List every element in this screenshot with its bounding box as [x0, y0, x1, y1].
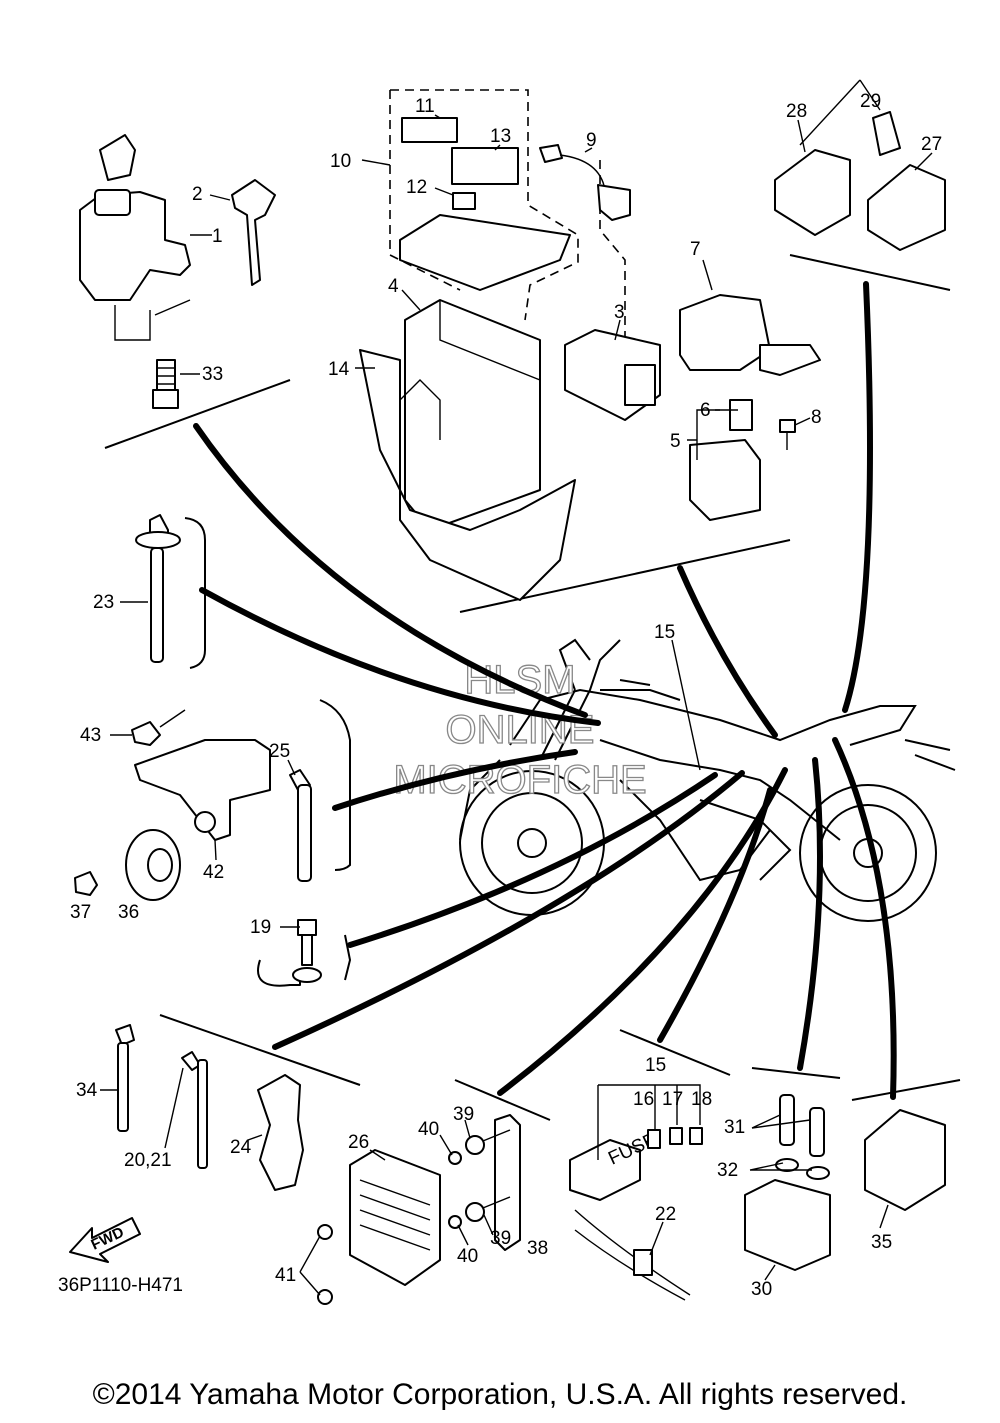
sensor-part — [539, 144, 631, 221]
callout-23: 23 — [93, 592, 114, 613]
callout-29: 29 — [860, 91, 881, 112]
callout-39-top: 39 — [453, 1104, 474, 1125]
battery-cover-part — [359, 349, 576, 601]
main-switch-part — [79, 134, 191, 341]
callout-43: 43 — [80, 725, 101, 746]
callout-28: 28 — [786, 101, 807, 122]
watermark: HLSM ONLINE MICROFICHE — [393, 657, 648, 802]
cable-tie-23-part — [135, 514, 181, 663]
callout-11: 11 — [415, 96, 435, 117]
key-part — [231, 179, 276, 286]
callout-2: 2 — [192, 184, 203, 205]
callout-35: 35 — [871, 1232, 892, 1253]
callout-5: 5 — [670, 431, 681, 452]
callout-20-21: 20,21 — [124, 1150, 172, 1171]
callout-41: 41 — [275, 1265, 296, 1286]
callout-38: 38 — [527, 1238, 548, 1259]
callout-33: 33 — [202, 364, 223, 385]
callout-leaders — [100, 114, 933, 1296]
callout-40-bottom: 40 — [457, 1246, 478, 1267]
horn-part — [74, 829, 181, 901]
callout-17: 17 — [662, 1089, 683, 1110]
callout-3: 3 — [614, 302, 625, 323]
callout-12: 12 — [406, 177, 427, 198]
cable-ties-lower-part — [115, 1024, 208, 1169]
callout-26: 26 — [348, 1132, 369, 1153]
diagram-code: 36P1110-H471 — [58, 1275, 183, 1296]
callout-19: 19 — [250, 917, 271, 938]
battery-parts-box — [389, 89, 626, 340]
callout-7: 7 — [690, 239, 701, 260]
callout-16: 16 — [633, 1089, 654, 1110]
bolt-33-part — [152, 359, 179, 409]
callout-numbers: 1 2 3 4 5 6 7 8 9 10 11 12 13 14 15 15 1… — [70, 91, 942, 1300]
callout-10: 10 — [330, 151, 351, 172]
battery-part — [404, 299, 541, 531]
callout-25: 25 — [269, 741, 290, 762]
callout-1: 1 — [212, 226, 223, 247]
relay-35-part — [864, 1109, 946, 1211]
watermark-line-2: ONLINE — [446, 708, 595, 752]
callout-14: 14 — [328, 359, 350, 380]
callout-36: 36 — [118, 902, 139, 923]
callout-30: 30 — [751, 1279, 772, 1300]
callout-24: 24 — [230, 1137, 252, 1158]
bolt-19-part — [257, 919, 322, 987]
callout-13: 13 — [490, 126, 511, 147]
relays-27-29-part — [774, 79, 946, 251]
callout-18: 18 — [691, 1089, 712, 1110]
callout-39-bottom: 39 — [490, 1228, 511, 1249]
clamp-24-part — [257, 1074, 304, 1191]
relay-3-part — [564, 329, 661, 421]
fuse-box-part: FUSE — [569, 1084, 703, 1301]
panel-brackets — [104, 254, 961, 1121]
starter-relay-part — [689, 399, 796, 521]
leader-lines — [193, 281, 897, 1100]
callout-8: 8 — [811, 407, 822, 428]
callout-32: 32 — [717, 1160, 738, 1181]
callout-6: 6 — [700, 400, 711, 421]
callout-9: 9 — [586, 130, 597, 151]
callout-40-top: 40 — [418, 1119, 439, 1140]
rectifier-regulator-part — [317, 1149, 441, 1305]
forward-arrow-icon: FWD — [69, 1217, 141, 1263]
callout-42: 42 — [203, 862, 224, 883]
relay-30-part — [744, 1094, 831, 1271]
callout-15-top: 15 — [654, 622, 675, 643]
watermark-line-1: HLSM — [464, 658, 575, 702]
horn-bracket-part — [131, 709, 271, 841]
relay-7-part — [679, 294, 821, 376]
callout-34: 34 — [76, 1080, 98, 1101]
clamp-25-part — [289, 769, 312, 882]
bracket-38-part — [448, 1114, 521, 1251]
callout-15-fuse: 15 — [645, 1055, 666, 1076]
callout-31: 31 — [724, 1117, 745, 1138]
callout-4: 4 — [388, 276, 399, 297]
callout-22: 22 — [655, 1204, 676, 1225]
copyright-notice: ©2014 Yamaha Motor Corporation, U.S.A. A… — [92, 1378, 908, 1411]
callout-27: 27 — [921, 134, 942, 155]
callout-37: 37 — [70, 902, 91, 923]
